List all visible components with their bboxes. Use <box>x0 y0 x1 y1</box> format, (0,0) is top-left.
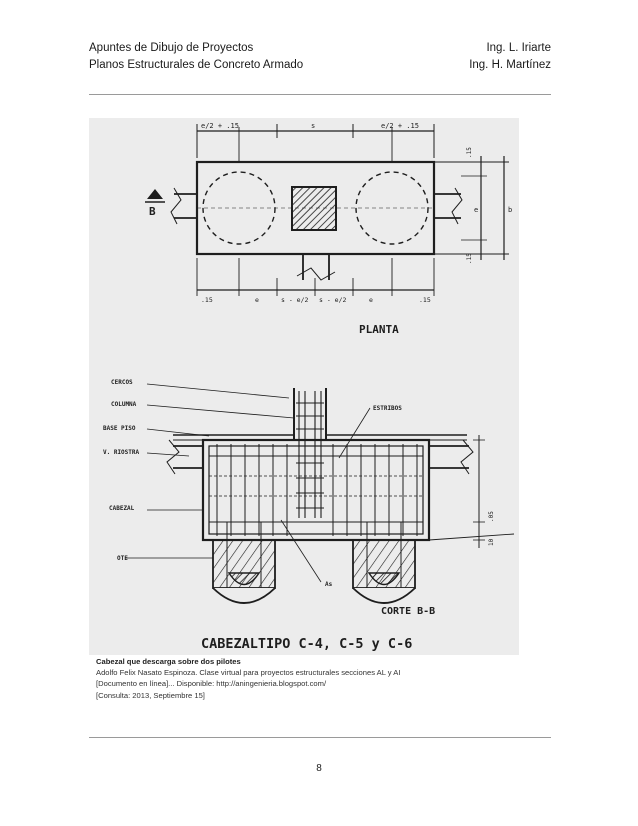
header-left: Apuntes de Dibujo de Proyectos Planos Es… <box>89 40 303 74</box>
dim-top-right: e/2 + .15 <box>381 122 419 130</box>
label-base-piso: BASE PISO <box>103 425 136 432</box>
dim-side-2: 10 <box>488 538 495 546</box>
dim-right-total: b <box>508 206 512 214</box>
page-number: 8 <box>316 763 322 774</box>
dim-bot-3: s - e/2 <box>281 296 308 304</box>
section-view: .05 10 CERCOS COLUMNA BASE PISO V. RIOST… <box>103 379 515 652</box>
dim-bot-2: e <box>255 296 259 304</box>
section-marker: B <box>149 205 156 218</box>
dim-bot-1: .15 <box>201 296 213 304</box>
label-as: As <box>325 581 333 588</box>
pile-cap-drawing: e/2 + .15 s e/2 + .15 B <box>103 122 515 652</box>
label-columna: COLUMNA <box>111 401 137 408</box>
dim-top-mid: s <box>311 122 315 130</box>
dim-right-bot: .15 <box>466 253 473 264</box>
course-title: Apuntes de Dibujo de Proyectos <box>89 42 254 54</box>
figure-caption: Cabezal que descarga sobre dos pilotes A… <box>96 656 536 701</box>
dim-side-1: .05 <box>488 511 495 522</box>
caption-consulted: [Consulta: 2013, Septiembre 15] <box>96 690 205 700</box>
plan-view: e/2 + .15 s e/2 + .15 B <box>145 122 512 336</box>
caption-availability: [Documento en línea]... Disponible: http… <box>96 679 327 689</box>
plan-label: PLANTA <box>359 323 399 336</box>
label-cabezal: CABEZAL <box>109 505 135 512</box>
dim-right-mid: e <box>474 206 478 214</box>
dim-top-left: e/2 + .15 <box>201 122 239 130</box>
label-pilote: OTE <box>117 555 128 562</box>
header-right: Ing. L. Iriarte Ing. H. Martínez <box>469 40 551 74</box>
dim-right-top: .15 <box>466 147 473 158</box>
label-cercos: CERCOS <box>111 379 133 386</box>
caption-source: Adolfo Felix Nasato Espinoza. Clase virt… <box>96 668 401 678</box>
figure-title: CABEZALTIPO C-4, C-5 y C-6 <box>201 636 412 652</box>
caption-title: Cabezal que descarga sobre dos pilotes <box>96 657 241 666</box>
header-rule <box>89 94 551 95</box>
author-1: Ing. L. Iriarte <box>486 42 551 54</box>
structural-drawing-figure: e/2 + .15 s e/2 + .15 B <box>89 118 519 655</box>
label-estribos: ESTRIBOS <box>373 405 402 412</box>
dim-bot-5: e <box>369 296 373 304</box>
dim-bot-6: .15 <box>419 296 431 304</box>
label-v-riostra: V. RIOSTRA <box>103 449 140 456</box>
author-2: Ing. H. Martínez <box>469 59 551 71</box>
section-label: CORTE B-B <box>381 606 435 617</box>
footer-rule <box>89 737 551 738</box>
dim-bot-4: s - e/2 <box>319 296 346 304</box>
chapter-title: Planos Estructurales de Concreto Armado <box>89 59 304 71</box>
